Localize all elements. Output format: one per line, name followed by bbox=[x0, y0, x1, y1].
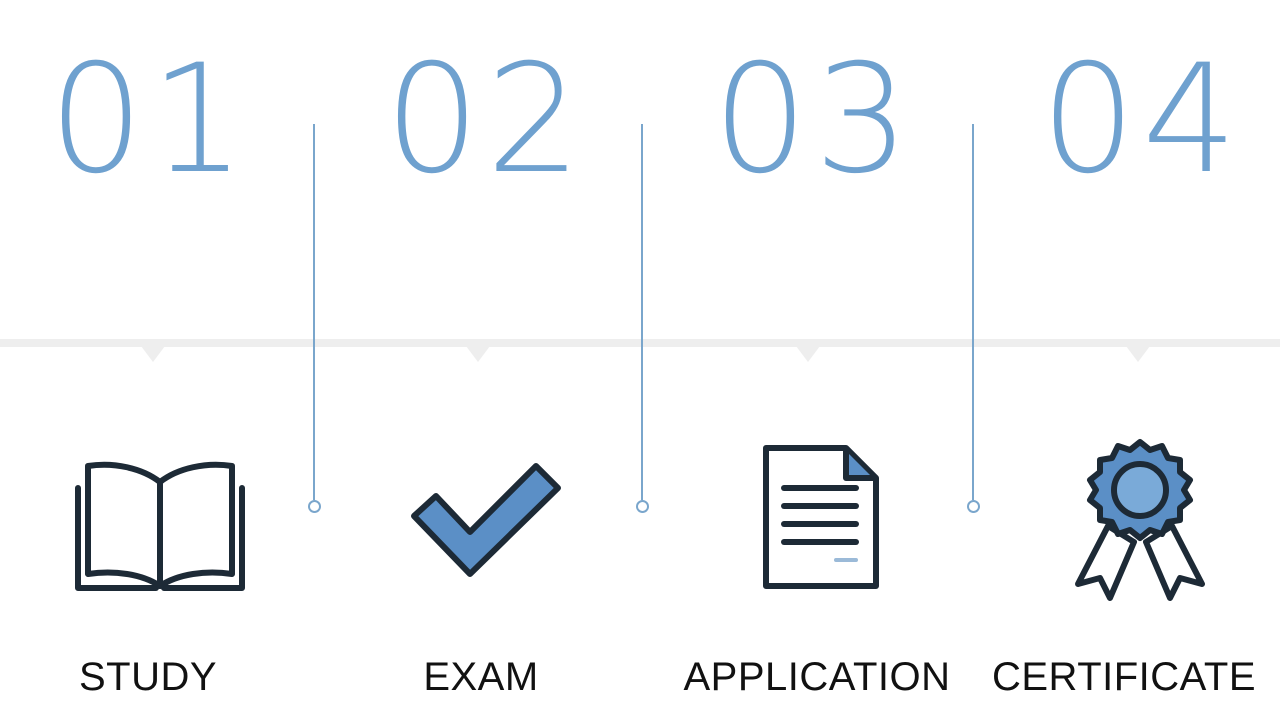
step-number-3: 03 bbox=[712, 33, 916, 207]
step-label-1: STUDY bbox=[78, 655, 218, 699]
divider-dot-2 bbox=[636, 500, 649, 513]
divider-line-1 bbox=[313, 124, 315, 500]
divider-dot-1 bbox=[308, 500, 321, 513]
step-number-4: 04 bbox=[1040, 33, 1244, 207]
timeline-notch-3 bbox=[796, 346, 820, 362]
timeline-notch-2 bbox=[466, 346, 490, 362]
step-number-2: 02 bbox=[384, 33, 588, 207]
step-number-1: 01 bbox=[48, 33, 252, 207]
timeline-notch-1 bbox=[141, 346, 165, 362]
open-book-icon bbox=[72, 458, 248, 594]
document-icon bbox=[762, 444, 882, 592]
step-label-4: CERTIFICATE bbox=[991, 655, 1257, 699]
divider-line-3 bbox=[972, 124, 974, 500]
divider-dot-3 bbox=[967, 500, 980, 513]
award-ribbon-icon bbox=[1072, 438, 1208, 606]
checkmark-icon bbox=[408, 460, 564, 580]
divider-line-2 bbox=[641, 124, 643, 500]
timeline-notch-4 bbox=[1126, 346, 1150, 362]
step-label-2: EXAM bbox=[423, 655, 539, 699]
step-label-3: APPLICATION bbox=[683, 655, 951, 699]
timeline-track bbox=[0, 339, 1280, 347]
